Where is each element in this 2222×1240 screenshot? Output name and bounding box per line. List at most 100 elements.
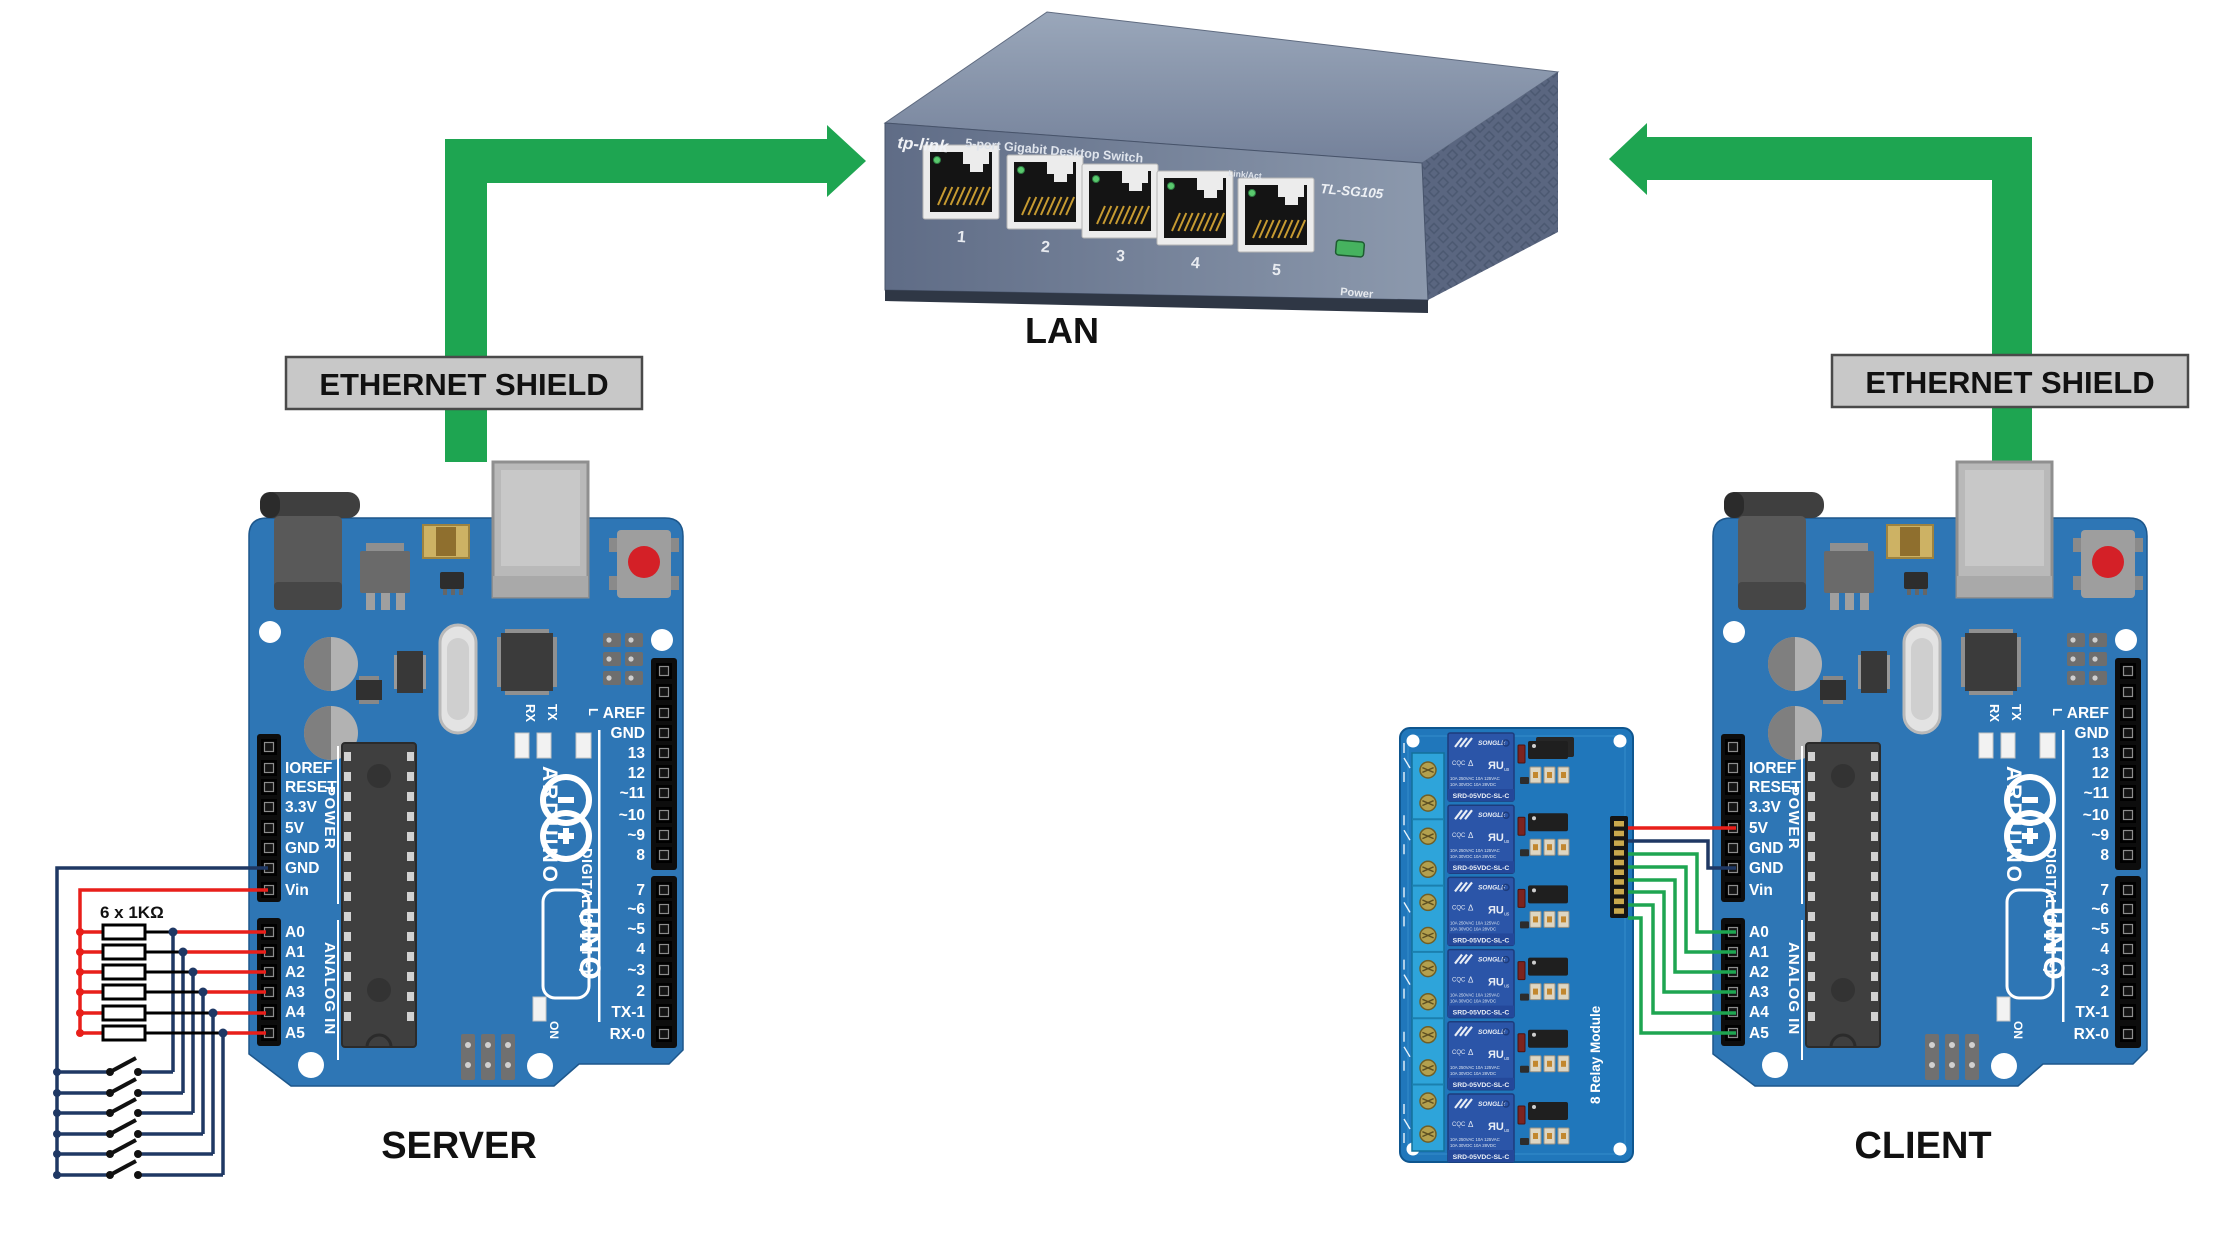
ul-sub: us [1504, 767, 1510, 773]
cqc-mark: CQC [1452, 978, 1466, 984]
diode [1517, 816, 1526, 836]
pin-label: 7 [2100, 882, 2109, 899]
relay-model: SRD-05VDC-SL-C [1453, 1082, 1510, 1089]
client-wiring [1628, 826, 1736, 1035]
diode [1517, 1105, 1526, 1125]
relay-model: SRD-05VDC-SL-C [1453, 793, 1510, 800]
ul-mark: ЯU [1488, 904, 1504, 916]
diode [1517, 744, 1526, 764]
icsp-pad [625, 652, 643, 666]
icsp-pad [2067, 671, 2085, 685]
ul-mark: ЯU [1488, 832, 1504, 844]
pin-label: RX-0 [2074, 1026, 2109, 1043]
switch-terminal [134, 1150, 142, 1158]
pin-label: 2 [2100, 983, 2109, 1000]
relay-rating: 10A 250VAC 10A 125VAC [1450, 993, 1500, 998]
icsp-pad [461, 1034, 475, 1080]
server-title: SERVER [381, 1125, 537, 1167]
pin-label: GND [285, 840, 319, 857]
tx-led-label: TX [2009, 704, 2024, 721]
pin-label: 12 [628, 765, 645, 782]
ul-sub: us [1504, 839, 1510, 845]
pin-label: GND [611, 725, 645, 742]
ul-sub: us [1504, 984, 1510, 990]
l-led-label: L [586, 708, 601, 716]
port-number: 2 [1040, 239, 1050, 257]
pin-label: ~6 [627, 901, 645, 918]
relay-brand: SONGLE [1478, 812, 1506, 819]
icsp-pad [625, 671, 643, 685]
ul-sub: us [1504, 1056, 1510, 1062]
switch-terminal [134, 1171, 142, 1179]
triangle-mark: Δ [1468, 831, 1474, 840]
relay-brand: SONGLE [1478, 884, 1506, 891]
ethernet-arrow-left [445, 125, 866, 462]
resistor [101, 1004, 147, 1022]
optocoupler [1528, 813, 1568, 832]
relay-rating: 10A 30VDC 10A 28VDC [1450, 854, 1496, 859]
relay-module-name: 8 Relay Module [1588, 1005, 1603, 1104]
header-pin [1614, 840, 1624, 846]
pin-label: ~9 [627, 827, 645, 844]
optocoupler [1528, 957, 1568, 976]
pin-label: ~6 [2091, 901, 2109, 918]
relay-rating: 10A 250VAC 10A 125VAC [1450, 1137, 1500, 1142]
icsp-pad [1965, 1034, 1979, 1080]
ul-mark: ЯU [1488, 1121, 1504, 1133]
relay-model: SRD-05VDC-SL-C [1453, 1154, 1510, 1161]
pin-label: A5 [1749, 1025, 1769, 1042]
optocoupler [1528, 885, 1568, 904]
link-act-label: Link/Act [1228, 168, 1262, 181]
resistor [101, 963, 147, 981]
pin-label: A4 [1749, 1004, 1769, 1021]
switch-terminal [134, 1089, 142, 1097]
icsp-pad [501, 1034, 515, 1080]
pin-label: TX-1 [611, 1004, 645, 1021]
ul-mark: ЯU [1488, 977, 1504, 989]
rx-led-label: RX [523, 704, 538, 722]
switch-blade [109, 1138, 137, 1156]
relay-rating: 10A 30VDC 10A 28VDC [1450, 999, 1496, 1004]
switch-blade [109, 1118, 137, 1136]
tx-led-label: TX [545, 704, 560, 721]
icsp-pad [603, 633, 621, 647]
relay-rating: 10A 250VAC 10A 125VAC [1450, 848, 1500, 853]
switch-vents [1422, 72, 1558, 300]
pin-label: ~11 [2084, 785, 2110, 802]
pin-label: GND [1749, 860, 1783, 877]
relay-signal-wire [1628, 890, 1736, 994]
pin-label: 2 [636, 983, 645, 1000]
pin-label: 8 [636, 847, 645, 864]
server-arduino-details: IOREFRESET3.3V5VGNDGNDVinA0A1A2A3A4A5ARE… [257, 633, 677, 1080]
icsp-pad [2089, 671, 2107, 685]
pin-label: A3 [285, 984, 305, 1001]
power-section-label: POWER [321, 786, 338, 850]
relay-rating: 10A 30VDC 10A 28VDC [1450, 926, 1496, 931]
icsp-pad [1945, 1034, 1959, 1080]
ul-mark: ЯU [1488, 1049, 1504, 1061]
switch-underside [885, 290, 1428, 313]
pin-label: 4 [2100, 941, 2109, 958]
relay-signal-wire [1628, 865, 1736, 954]
icsp-pad [625, 633, 643, 647]
switch-blade [109, 1056, 137, 1074]
pin-label: IOREF [285, 760, 332, 777]
pin-label: GND [2075, 725, 2109, 742]
relay-rating: 10A 250VAC 10A 125VAC [1450, 1065, 1500, 1070]
port-led [933, 156, 941, 164]
arduino-brand-text: ARDUINO [538, 766, 561, 885]
relay-rating: 10A 30VDC 10A 28VDC [1450, 1143, 1496, 1148]
contact-symbol [1403, 1031, 1411, 1071]
triangle-mark: Δ [1468, 1120, 1474, 1129]
pin-label: 3.3V [285, 799, 318, 816]
ethernet-shield-label-left: ETHERNET SHIELD [284, 355, 644, 411]
diode [1517, 888, 1526, 908]
arrow-head-left-icon [1609, 123, 1647, 195]
pin-label: 5V [285, 820, 305, 837]
on-led-label: ON [2011, 1021, 2025, 1039]
pin-label: IOREF [1749, 760, 1796, 777]
header-pin [1614, 859, 1624, 866]
gnd-wire-navy [1628, 839, 1736, 870]
